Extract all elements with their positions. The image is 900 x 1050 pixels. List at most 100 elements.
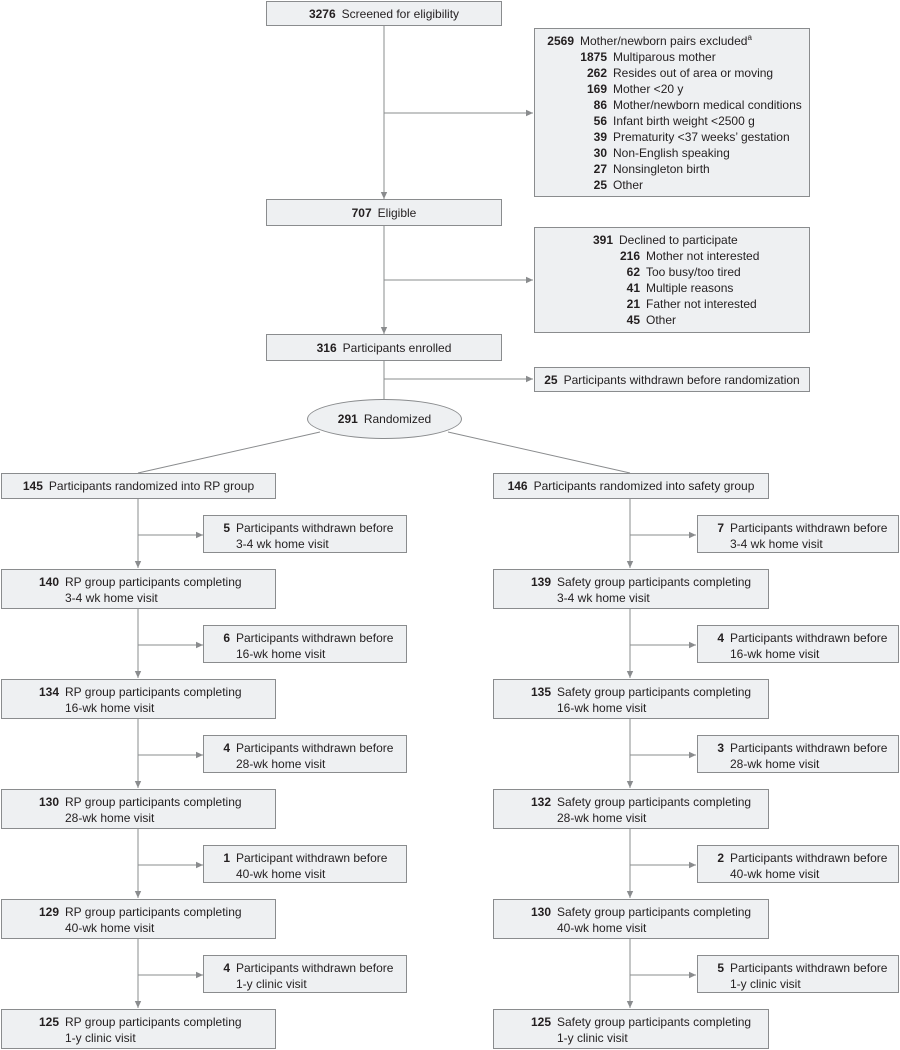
rp-withdrawn-box: 6 Participants withdrawn before 16-wk home… (203, 625, 407, 663)
safety-completing-box-count: 125 (530, 1015, 551, 1029)
rp-withdrawn-box-line2: 28-wk home visit (236, 757, 326, 771)
rp-completing-box-count: 140 (38, 575, 59, 589)
rp-completing-box: 130 RP group participants completing 28-wk… (1, 789, 276, 829)
rp-start-label: Participants randomized into RP group (48, 479, 255, 493)
rp-withdrawn-box-line1: Participants withdrawn before (236, 631, 394, 645)
declined-item-count: 216 (619, 249, 640, 263)
rp-withdrawn-box-count: 4 (223, 741, 230, 755)
safety-start-count: 146 (507, 479, 528, 493)
screened-count: 3276 (308, 6, 336, 21)
excluded-item-count: 86 (593, 98, 607, 112)
enrolled-box: 316 Participants enrolled (266, 334, 502, 361)
safety-completing-box-count: 132 (530, 795, 551, 809)
safety-completing-box-line2: 3-4 wk home visit (557, 591, 650, 605)
rp-completing-box-count: 134 (38, 685, 59, 699)
safety-completing-box-line2: 28-wk home visit (557, 811, 647, 825)
safety-withdrawn-box: 3 Participants withdrawn before 28-wk home… (697, 735, 899, 773)
declined-count: 391 (592, 233, 613, 247)
withdrawn-pre-count: 25 (544, 372, 558, 387)
declined-label: Declined to participate (619, 233, 738, 247)
safety-completing-box-count: 135 (530, 685, 551, 699)
screened-label: Screened for eligibility (341, 6, 460, 21)
enrolled-label: Participants enrolled (342, 340, 452, 355)
rp-group-box: 145 Participants randomized into RP group (1, 473, 276, 499)
rp-completing-box-count: 125 (38, 1015, 59, 1029)
safety-withdrawn-box-count: 5 (717, 961, 724, 975)
excluded-item-count: 169 (586, 82, 607, 96)
excluded-item-count: 25 (593, 178, 607, 192)
rp-completing-box-line2: 28-wk home visit (65, 811, 155, 825)
rp-completing-box-line1: RP group participants completing (65, 795, 242, 809)
safety-withdrawn-box-line2: 28-wk home visit (730, 757, 820, 771)
rp-withdrawn-box-count: 1 (223, 851, 230, 865)
rp-withdrawn-box-line1: Participants withdrawn before (236, 521, 394, 535)
safety-completing-box-line1: Safety group participants completing (557, 575, 752, 589)
excluded-item: 27 Nonsingleton birth (535, 161, 809, 177)
safety-withdrawn-box-line2: 16-wk home visit (730, 647, 820, 661)
safety-completing-box-count: 139 (530, 575, 551, 589)
rp-withdrawn-box-line2: 16-wk home visit (236, 647, 326, 661)
safety-completing-box-line2: 16-wk home visit (557, 701, 647, 715)
excluded-item-count: 1875 (580, 50, 607, 64)
rp-withdrawn-box-line1: Participants withdrawn before (236, 741, 394, 755)
randomized-count: 291 (337, 412, 358, 426)
rp-completing-box-line2: 40-wk home visit (65, 921, 155, 935)
safety-withdrawn-box: 2 Participants withdrawn before 40-wk home… (697, 845, 899, 883)
excluded-item-count: 30 (593, 146, 607, 160)
rp-withdrawn-box-line2: 1-y clinic visit (236, 977, 307, 991)
rp-withdrawn-box-line2: 3-4 wk home visit (236, 537, 329, 551)
split-line-safety (447, 431, 631, 474)
safety-completing-box: 130 Safety group participants completing 4… (493, 899, 769, 939)
declined-item-count: 21 (626, 297, 640, 311)
safety-withdrawn-box-line1: Participants withdrawn before (730, 521, 888, 535)
enrolled-count: 316 (316, 340, 337, 355)
rp-completing-box-line2: 3-4 wk home visit (65, 591, 158, 605)
safety-withdrawn-box-line1: Participants withdrawn before (730, 631, 888, 645)
rp-completing-box-line1: RP group participants completing (65, 905, 242, 919)
rp-completing-box-line1: RP group participants completing (65, 685, 242, 699)
rp-completing-box-count: 130 (38, 795, 59, 809)
excluded-label: Mother/newborn pairs excludeda (580, 33, 752, 49)
excluded-item-count: 27 (593, 162, 607, 176)
safety-withdrawn-box-line2: 40-wk home visit (730, 867, 820, 881)
randomized-label: Randomized (363, 412, 432, 426)
randomized-ellipse: 291 Randomized (307, 399, 462, 439)
rp-start-count: 145 (22, 479, 43, 493)
excluded-item-count: 56 (593, 114, 607, 128)
rp-completing-box-line2: 16-wk home visit (65, 701, 155, 715)
safety-completing-box-line1: Safety group participants completing (557, 905, 752, 919)
safety-completing-box-line2: 1-y clinic visit (557, 1031, 628, 1045)
safety-withdrawn-box-line2: 3-4 wk home visit (730, 537, 823, 551)
excluded-count: 2569 (547, 34, 574, 48)
rp-withdrawn-box-count: 6 (223, 631, 230, 645)
safety-withdrawn-box-count: 3 (717, 741, 724, 755)
safety-completing-box-line2: 40-wk home visit (557, 921, 647, 935)
excluded-item-label: Nonsingleton birth (613, 162, 710, 176)
rp-withdrawn-box: 4 Participants withdrawn before 28-wk home… (203, 735, 407, 773)
safety-withdrawn-box-line1: Participants withdrawn before (730, 851, 888, 865)
declined-item-count: 62 (626, 265, 640, 279)
safety-withdrawn-box-count: 2 (717, 851, 724, 865)
declined-item-count: 41 (626, 281, 640, 295)
rp-completing-box-count: 129 (38, 905, 59, 919)
declined-item-label: Multiple reasons (646, 281, 734, 295)
safety-withdrawn-box-line1: Participants withdrawn before (730, 741, 888, 755)
safety-withdrawn-box-line1: Participants withdrawn before (730, 961, 888, 975)
safety-completing-box-count: 130 (530, 905, 551, 919)
